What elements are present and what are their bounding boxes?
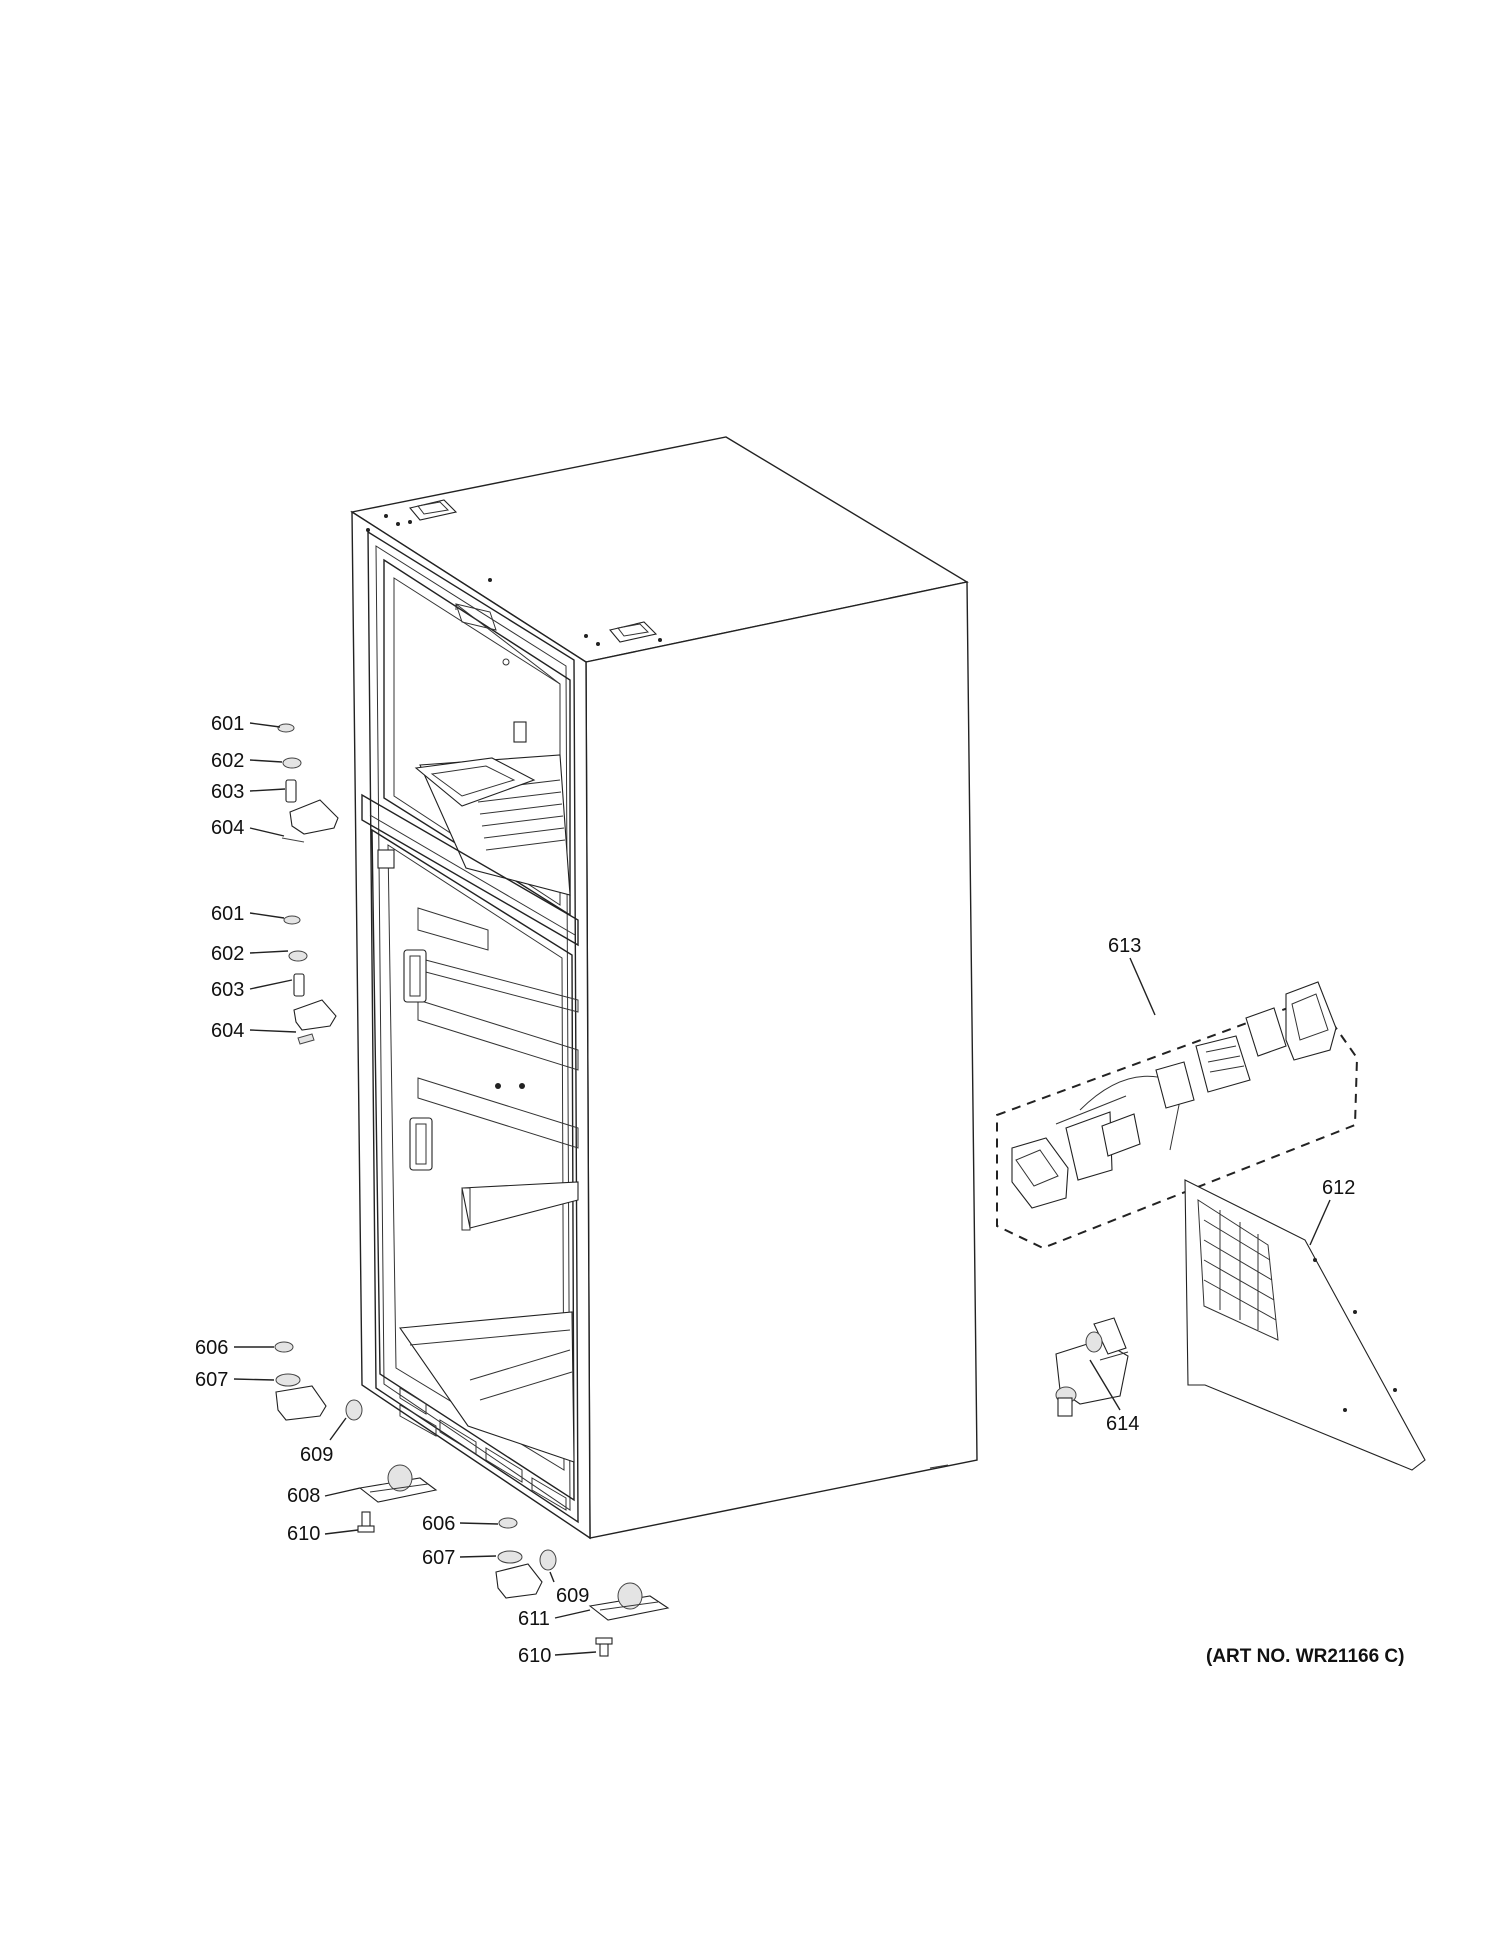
- label-614: 614: [1106, 1413, 1139, 1435]
- label-610-upper: 610: [287, 1523, 320, 1545]
- hinge-bracket-middle: [293, 999, 337, 1031]
- label-608: 608: [287, 1485, 320, 1507]
- callout-leaders: [233, 722, 1331, 1656]
- label-613: 613: [1108, 935, 1141, 957]
- part-603-middle: [293, 973, 305, 997]
- label-612: 612: [1322, 1177, 1355, 1199]
- part-602-upper: [282, 757, 302, 769]
- label-603-upper: 603: [211, 781, 244, 803]
- label-603-middle: 603: [211, 979, 244, 1001]
- art-number: (ART NO. WR21166 C): [1206, 1646, 1404, 1667]
- label-601-upper: 601: [211, 713, 244, 735]
- part-601-middle: [283, 915, 301, 925]
- bottom-right-parts: [495, 1517, 670, 1657]
- bracket-right: [495, 1563, 543, 1599]
- label-601-middle: 601: [211, 903, 244, 925]
- part-613-control-assembly: [996, 981, 1359, 1250]
- label-607-left: 607: [195, 1369, 228, 1391]
- part-607-right: [497, 1550, 523, 1564]
- hinge-bracket-upper: [289, 799, 339, 835]
- label-606-left: 606: [195, 1337, 228, 1359]
- part-604-middle: [297, 1033, 315, 1045]
- part-603-upper: [285, 779, 297, 803]
- bracket-left: [275, 1385, 327, 1421]
- label-604-middle: 604: [211, 1020, 244, 1042]
- label-607-right: 607: [422, 1547, 455, 1569]
- cabinet: [350, 436, 978, 1540]
- part-609-right: [539, 1549, 557, 1571]
- part-612-cover-panel: [1184, 1179, 1426, 1471]
- label-609-left: 609: [300, 1444, 333, 1466]
- part-606-left: [274, 1341, 294, 1353]
- part-601-upper: [277, 723, 295, 733]
- label-602-upper: 602: [211, 750, 244, 772]
- upper-hinge-parts: [277, 723, 339, 843]
- part-602-middle: [288, 950, 308, 962]
- bottom-left-parts: [274, 1341, 438, 1533]
- part-607-left: [275, 1373, 301, 1387]
- part-609-left: [345, 1399, 363, 1421]
- label-609-right: 609: [556, 1585, 589, 1607]
- part-606-right: [498, 1517, 518, 1529]
- part-604-upper: [281, 837, 305, 843]
- middle-hinge-parts: [283, 915, 337, 1045]
- label-602-middle: 602: [211, 943, 244, 965]
- label-604-upper: 604: [211, 817, 244, 839]
- label-606-right: 606: [422, 1513, 455, 1535]
- callout-labels: 601 602 603 604 601 602 603 604 606 607 …: [195, 713, 1355, 1667]
- label-610-lower: 610: [518, 1645, 551, 1667]
- cabinet-side: [585, 581, 978, 1539]
- label-611: 611: [518, 1608, 550, 1630]
- part-614-water-valve: [1055, 1317, 1129, 1417]
